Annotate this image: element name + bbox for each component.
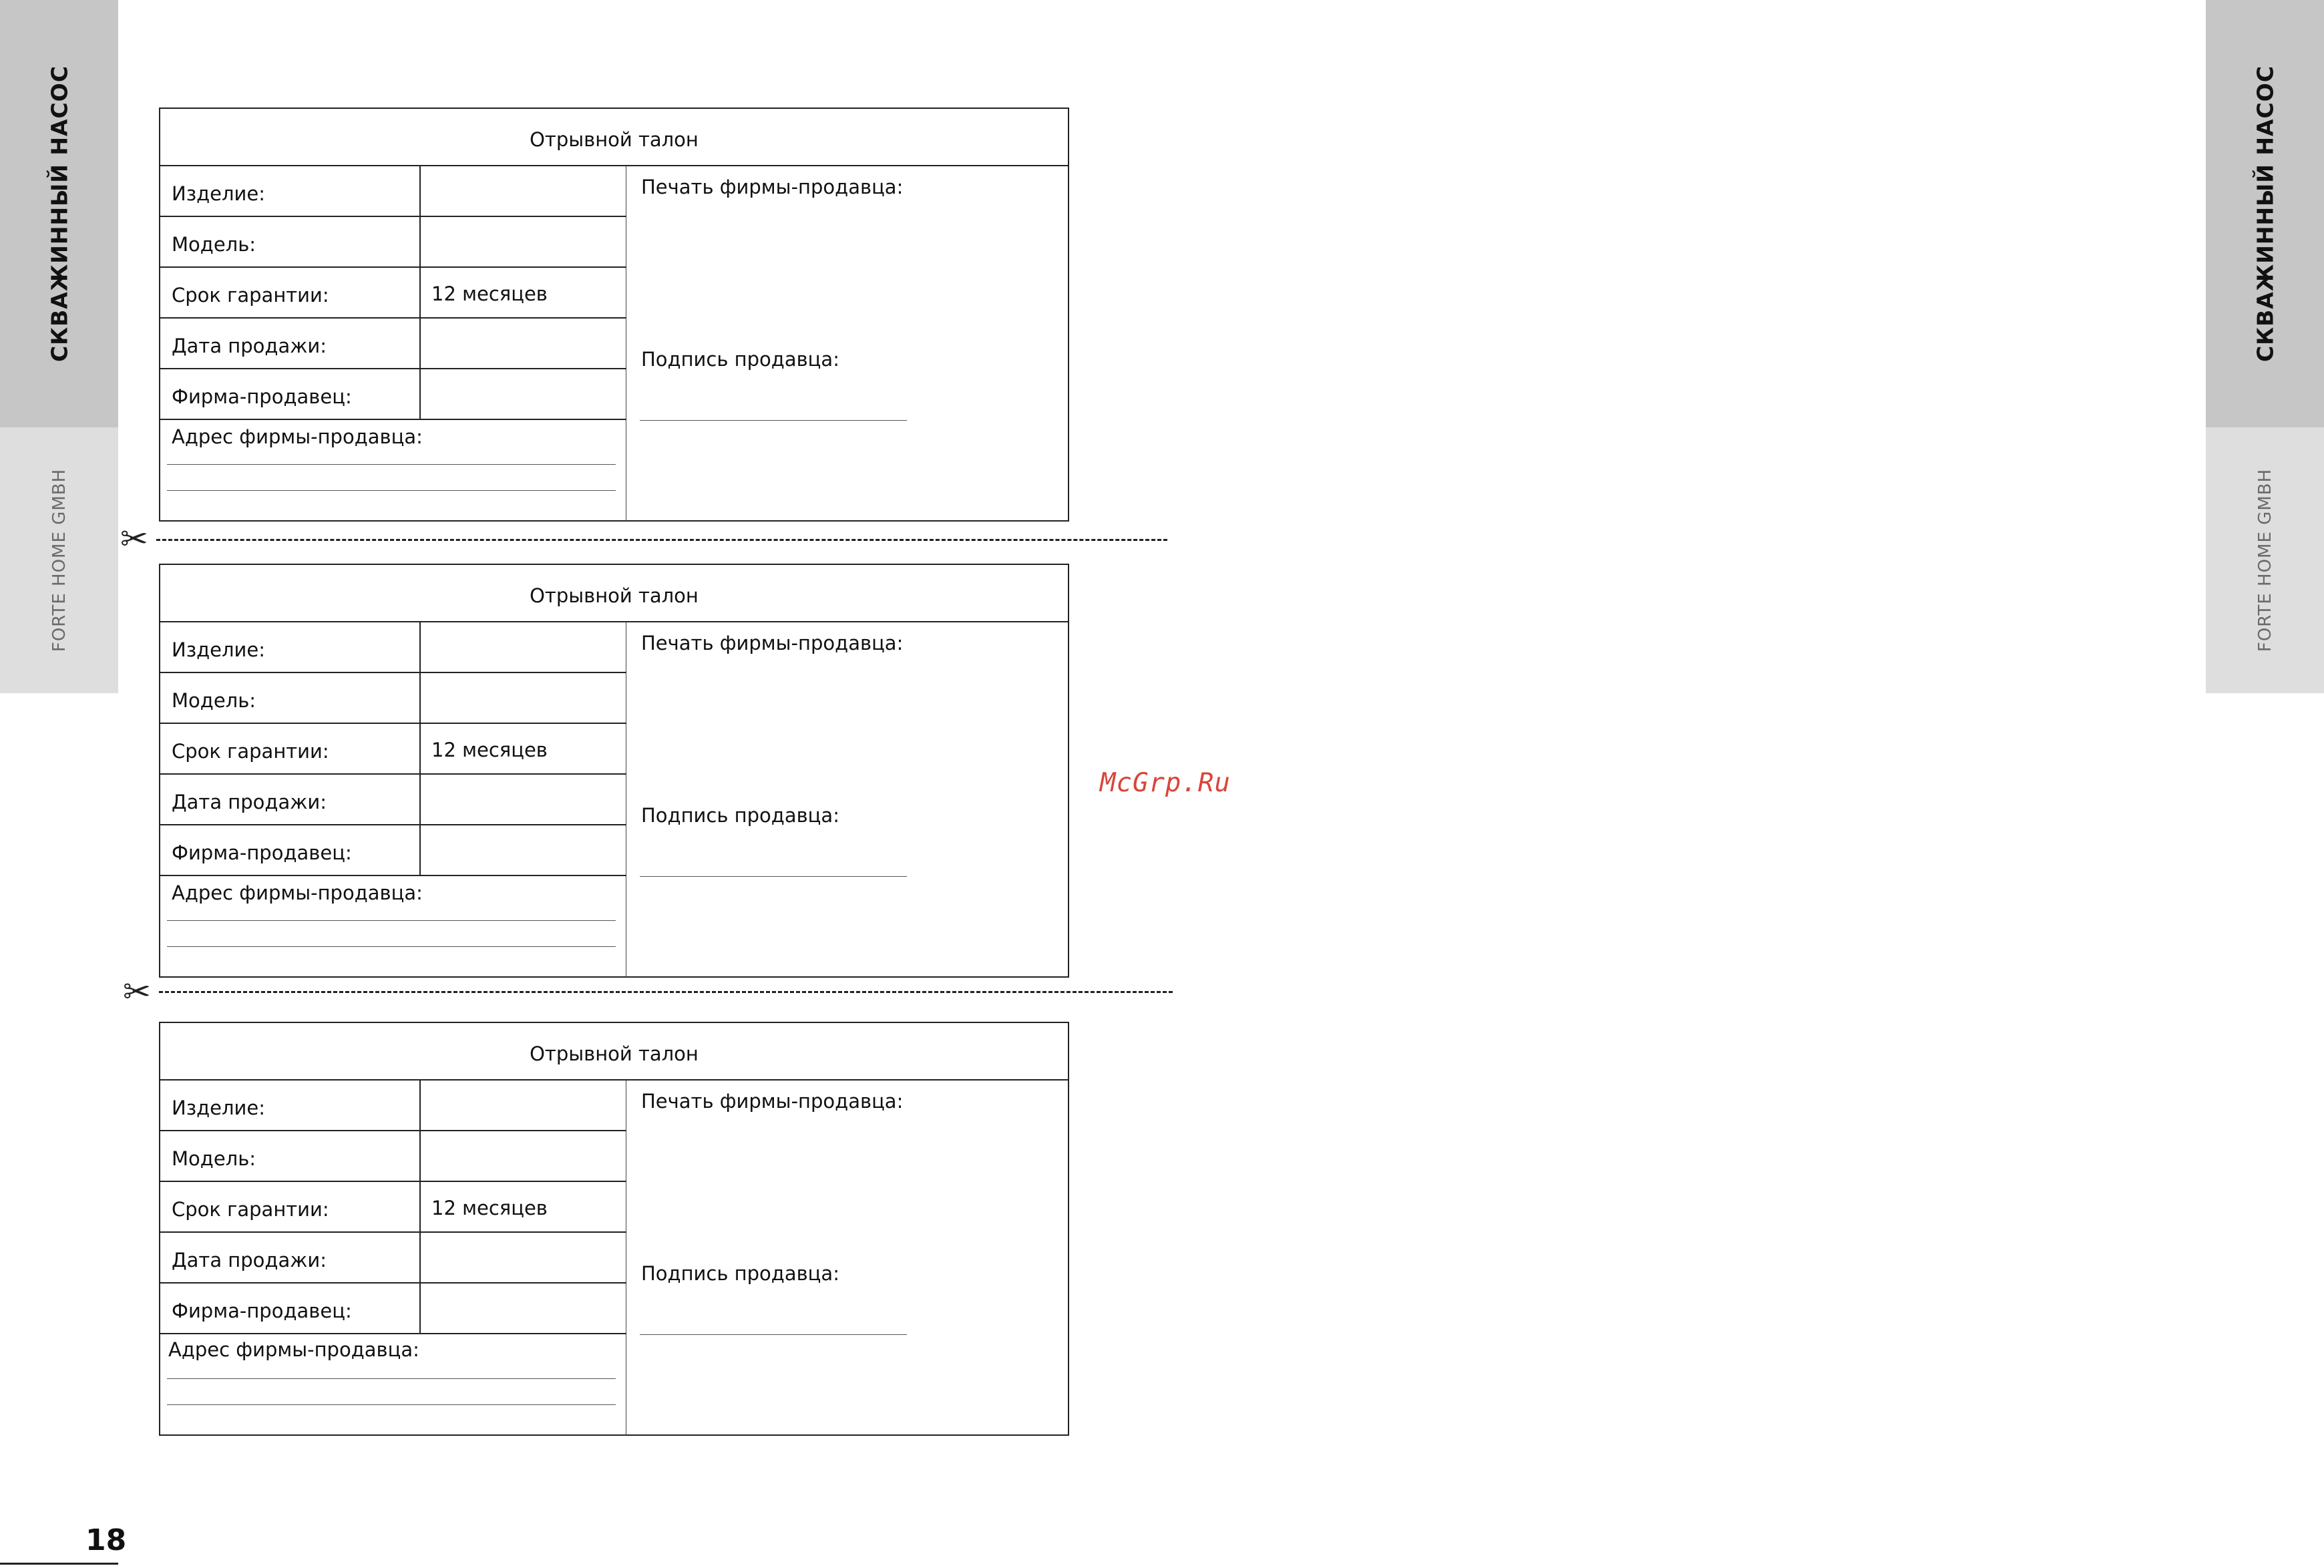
coupon-fields: Изделие: Модель: Срок гарантии: 12 месяц… bbox=[160, 622, 626, 977]
field-label: Модель: bbox=[172, 689, 256, 712]
signature-line bbox=[640, 1334, 907, 1335]
field-label: Срок гарантии: bbox=[172, 740, 329, 763]
field-value: 12 месяцев bbox=[431, 282, 548, 305]
coupon-fields: Изделие: Модель: Срок гарантии: 12 месяц… bbox=[160, 166, 626, 521]
coupon-title: Отрывной талон bbox=[160, 109, 1068, 166]
side-product-title-left: СКВАЖИННЫЙ НАСОС bbox=[46, 65, 72, 363]
watermark: McGrp.Ru bbox=[1100, 768, 1231, 798]
field-row-product: Изделие: bbox=[160, 1081, 626, 1131]
field-value: 12 месяцев bbox=[431, 1197, 548, 1219]
field-row-sale-date: Дата продажи: bbox=[160, 775, 626, 825]
side-tab-company-left: FORTE HOME GMBH bbox=[0, 427, 118, 693]
field-label: Модель: bbox=[172, 233, 256, 256]
tear-off-coupon: Отрывной талон Изделие: Модель: Срок гар… bbox=[159, 1022, 1069, 1436]
field-row-product: Изделие: bbox=[160, 166, 626, 217]
field-label: Изделие: bbox=[172, 638, 266, 661]
field-row-seller: Фирма-продавец: bbox=[160, 369, 626, 420]
field-label: Модель: bbox=[172, 1147, 256, 1170]
field-row-warranty: Срок гарантии: 12 месяцев bbox=[160, 1182, 626, 1233]
field-row-warranty: Срок гарантии: 12 месяцев bbox=[160, 724, 626, 775]
cut-line bbox=[156, 539, 1167, 541]
field-label: Изделие: bbox=[172, 1097, 266, 1119]
tear-off-coupon: Отрывной талон Изделие: Модель: Срок гар… bbox=[159, 564, 1069, 978]
field-label: Дата продажи: bbox=[172, 791, 327, 813]
signature-label: Подпись продавца: bbox=[641, 348, 839, 371]
stamp-label: Печать фирмы-продавца: bbox=[641, 1090, 904, 1113]
field-label: Фирма-продавец: bbox=[172, 385, 352, 408]
field-label: Изделие: bbox=[172, 182, 266, 205]
address-line bbox=[167, 1404, 616, 1405]
side-company-name-left: FORTE HOME GMBH bbox=[49, 468, 69, 652]
page-number-rule bbox=[0, 1563, 118, 1565]
address-line bbox=[167, 946, 616, 947]
field-label: Фирма-продавец: bbox=[172, 841, 352, 864]
signature-label: Подпись продавца: bbox=[641, 804, 839, 827]
address-line bbox=[167, 920, 616, 921]
field-row-model: Модель: bbox=[160, 217, 626, 268]
side-tab-product-right: СКВАЖИННЫЙ НАСОС bbox=[2206, 0, 2324, 427]
field-row-product: Изделие: bbox=[160, 622, 626, 673]
field-label: Дата продажи: bbox=[172, 335, 327, 357]
field-row-warranty: Срок гарантии: 12 месяцев bbox=[160, 268, 626, 319]
field-row-model: Модель: bbox=[160, 1131, 626, 1182]
tear-off-coupon: Отрывной талон Изделие: Модель: Срок гар… bbox=[159, 108, 1069, 522]
side-product-title-right: СКВАЖИННЫЙ НАСОС bbox=[2252, 65, 2278, 363]
cut-line bbox=[159, 991, 1173, 993]
scissors-icon: ✂ bbox=[120, 520, 148, 558]
side-company-name-right: FORTE HOME GMBH bbox=[2255, 468, 2275, 652]
signature-line bbox=[640, 420, 907, 421]
field-label: Фирма-продавец: bbox=[172, 1300, 352, 1322]
field-label: Дата продажи: bbox=[172, 1249, 327, 1271]
coupon-title: Отрывной талон bbox=[160, 565, 1068, 622]
signature-line bbox=[640, 876, 907, 877]
signature-label: Подпись продавца: bbox=[641, 1262, 839, 1285]
field-value: 12 месяцев bbox=[431, 739, 548, 761]
scissors-icon: ✂ bbox=[123, 972, 151, 1011]
field-row-seller: Фирма-продавец: bbox=[160, 1284, 626, 1334]
side-tab-company-right: FORTE HOME GMBH bbox=[2206, 427, 2324, 693]
field-row-sale-date: Дата продажи: bbox=[160, 319, 626, 369]
field-row-sale-date: Дата продажи: bbox=[160, 1233, 626, 1284]
address-line bbox=[167, 490, 616, 491]
address-label: Адрес фирмы-продавца: bbox=[168, 1338, 419, 1361]
coupon-fields: Изделие: Модель: Срок гарантии: 12 месяц… bbox=[160, 1081, 626, 1435]
stamp-label: Печать фирмы-продавца: bbox=[641, 632, 904, 654]
coupon-title: Отрывной талон bbox=[160, 1023, 1068, 1081]
field-label: Срок гарантии: bbox=[172, 1198, 329, 1221]
field-label: Срок гарантии: bbox=[172, 284, 329, 307]
field-row-seller: Фирма-продавец: bbox=[160, 825, 626, 876]
field-row-model: Модель: bbox=[160, 673, 626, 724]
address-line bbox=[167, 1378, 616, 1379]
page-number: 18 bbox=[85, 1523, 127, 1557]
address-line bbox=[167, 464, 616, 465]
side-tab-product-left: СКВАЖИННЫЙ НАСОС bbox=[0, 0, 118, 427]
address-label: Адрес фирмы-продавца: bbox=[172, 881, 423, 904]
address-label: Адрес фирмы-продавца: bbox=[172, 425, 423, 448]
stamp-label: Печать фирмы-продавца: bbox=[641, 176, 904, 198]
